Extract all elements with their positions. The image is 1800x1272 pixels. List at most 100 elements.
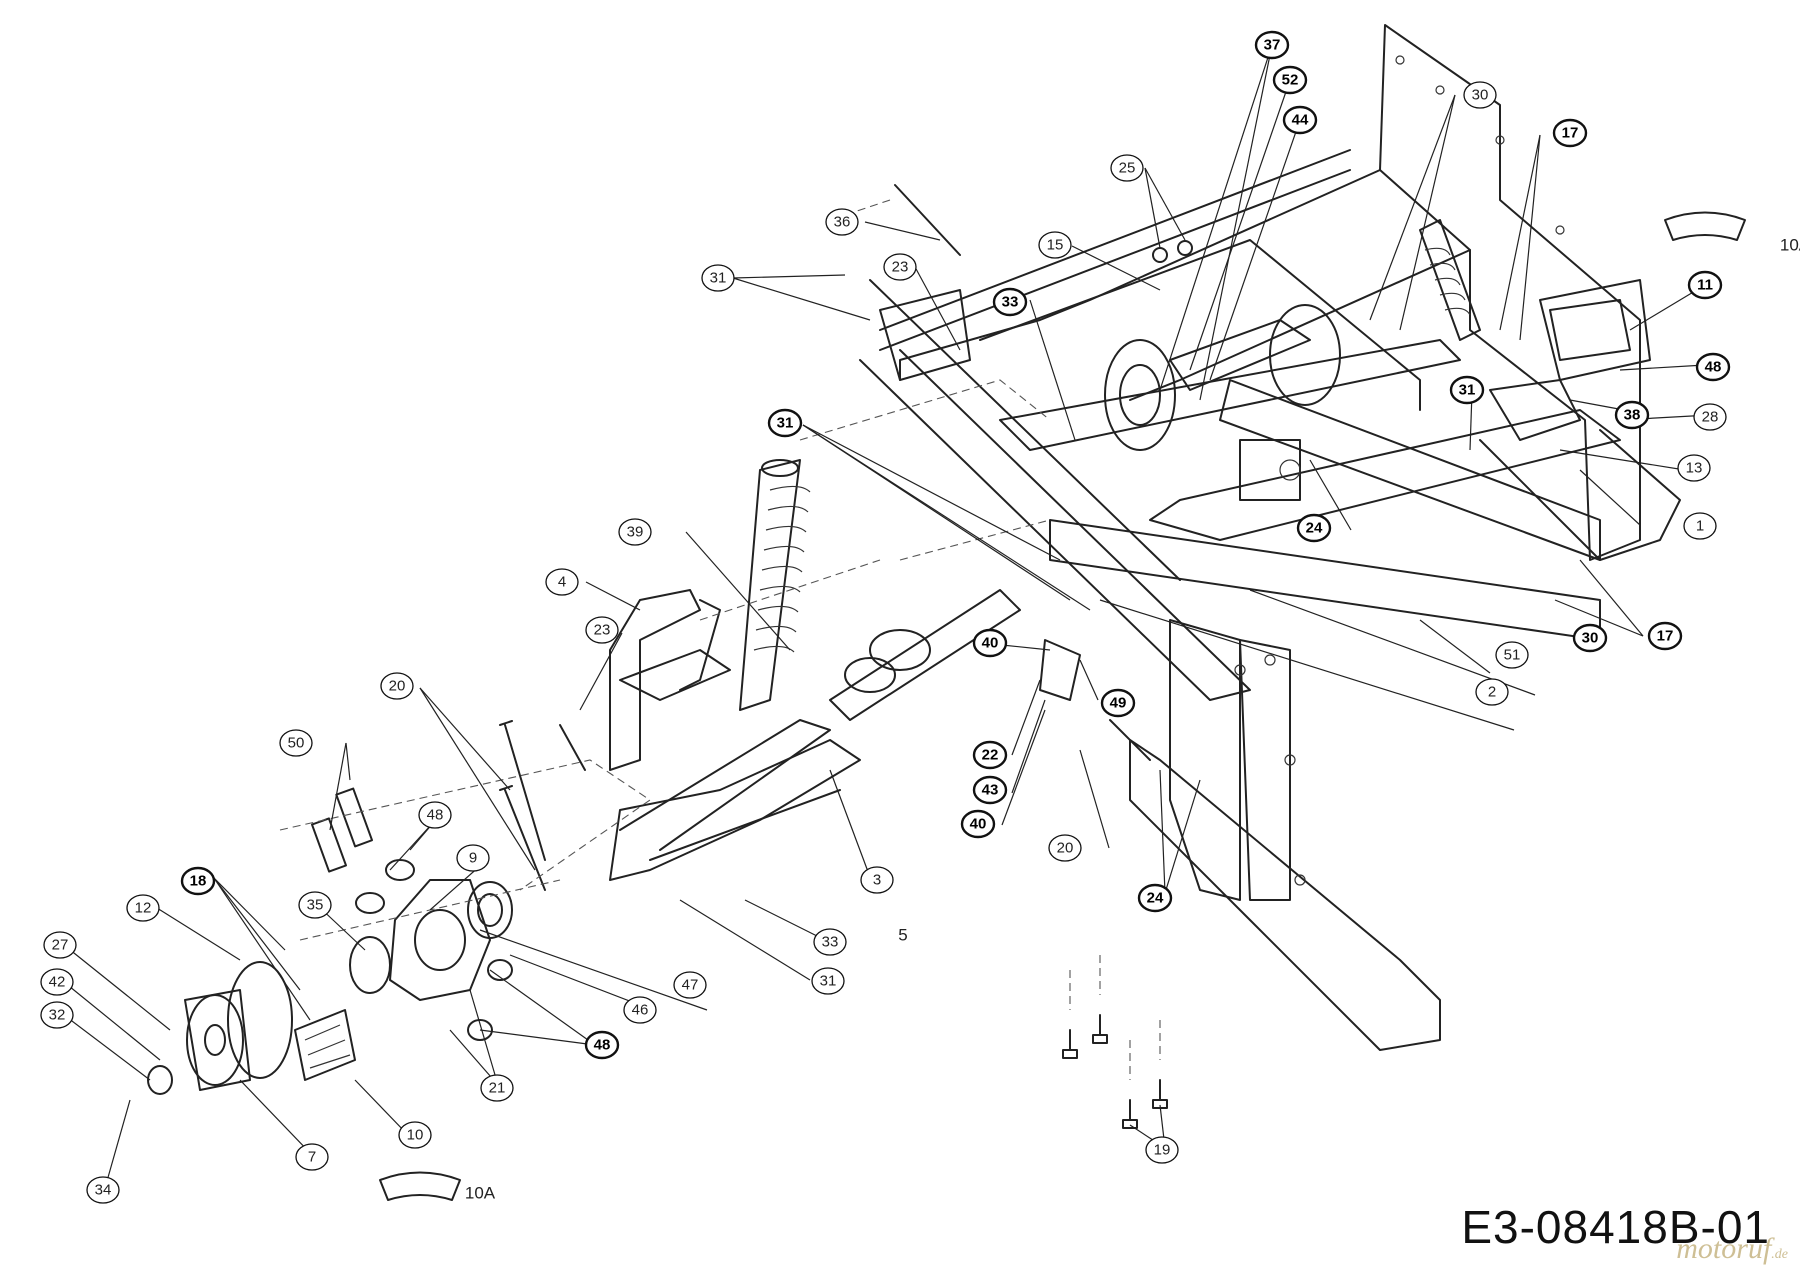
callout-text: 9 (469, 850, 477, 867)
callout-circle (1463, 81, 1497, 109)
callout-circle (1552, 118, 1588, 148)
callout-33a: 33 (992, 287, 1028, 317)
callout-24b: 24 (1137, 883, 1173, 913)
callout-text: 5 (898, 926, 907, 945)
callout-circle (380, 672, 414, 700)
callout-circle (623, 996, 657, 1024)
callout-31a: 31 (701, 264, 735, 292)
callout-circle (279, 729, 313, 757)
callout-circle (1254, 30, 1290, 60)
callout-49: 49 (1100, 688, 1136, 718)
callout-35: 35 (298, 891, 332, 919)
callout-text: 19 (1154, 1142, 1171, 1159)
front-suspension (147, 184, 1746, 1201)
callout-circle (701, 264, 735, 292)
callout-circle (972, 775, 1008, 805)
callout-13: 13 (1677, 454, 1711, 482)
callout-labels: 37524430172510A3615113123334831382831131… (40, 30, 1800, 1204)
callout-circle (1475, 678, 1509, 706)
callout-circle (767, 408, 803, 438)
callout-text: 52 (1282, 72, 1299, 89)
callout-circle (1282, 105, 1318, 135)
drawing-code: E3-08418B-01 (1461, 1201, 1770, 1253)
callout-text: 34 (95, 1182, 112, 1199)
callout-48c: 48 (584, 1030, 620, 1060)
callout-circle (860, 866, 894, 894)
callout-19: 19 (1145, 1136, 1179, 1164)
callout-circle (86, 1176, 120, 1204)
callout-31d: 31 (811, 967, 845, 995)
callout-31c: 31 (767, 408, 803, 438)
callout-text: 38 (1624, 407, 1641, 424)
callout-5: 5 (898, 926, 907, 945)
callout-text: 15 (1047, 237, 1064, 254)
watermark-suffix: .de (1771, 1247, 1788, 1262)
callout-text: 1 (1696, 518, 1704, 535)
callout-40a: 40 (972, 628, 1008, 658)
callout-text: 33 (1002, 294, 1019, 311)
callout-text: 50 (288, 735, 305, 752)
callout-text: 31 (710, 270, 727, 287)
callout-10A-top: 10A (1780, 236, 1800, 255)
callout-circle (1683, 512, 1717, 540)
callout-circle (813, 928, 847, 956)
callout-circle (1677, 454, 1711, 482)
callout-text: 35 (307, 897, 324, 914)
callout-24a: 24 (1296, 513, 1332, 543)
callout-text: 21 (489, 1080, 506, 1097)
callout-40b: 40 (960, 809, 996, 839)
callout-text: 31 (1459, 382, 1476, 399)
callout-text: 23 (892, 259, 909, 276)
callout-30b: 30 (1572, 623, 1608, 653)
leader-lines (63, 44, 1711, 1189)
callout-42: 42 (40, 968, 74, 996)
callout-circle (398, 1121, 432, 1149)
callout-circle (1296, 513, 1332, 543)
callout-39: 39 (618, 518, 652, 546)
callout-circle (585, 616, 619, 644)
callout-circle (1272, 65, 1308, 95)
callout-text: 43 (982, 782, 999, 799)
callout-text: 30 (1472, 87, 1489, 104)
callout-text: 4 (558, 574, 566, 591)
callout-31b: 31 (1449, 375, 1485, 405)
callout-38: 38 (1614, 400, 1650, 430)
callout-17a: 17 (1552, 118, 1588, 148)
callout-text: 33 (822, 934, 839, 951)
callout-28: 28 (1693, 403, 1727, 431)
callout-circle (673, 971, 707, 999)
callout-3: 3 (860, 866, 894, 894)
callout-circle (1695, 352, 1731, 382)
callout-43: 43 (972, 775, 1008, 805)
callout-text: 39 (627, 524, 644, 541)
callout-text: 13 (1686, 460, 1703, 477)
callout-circle (1145, 1136, 1179, 1164)
callout-text: 32 (49, 1007, 66, 1024)
watermark-logo: motoruf.de (1676, 1232, 1788, 1266)
assembly-guide-lines (279, 199, 1161, 1080)
callout-text: 51 (1504, 647, 1521, 664)
callout-text: 24 (1306, 520, 1323, 537)
callout-circle (298, 891, 332, 919)
callout-52: 52 (1272, 65, 1308, 95)
callout-23a: 23 (883, 253, 917, 281)
watermark-text: motoruf (1676, 1232, 1772, 1265)
callout-circle (584, 1030, 620, 1060)
callout-circle (126, 894, 160, 922)
callout-text: 46 (632, 1002, 649, 1019)
callout-text: 40 (982, 635, 999, 652)
callout-text: 47 (682, 977, 699, 994)
callout-text: 10A (465, 1184, 496, 1203)
callout-text: 22 (982, 747, 999, 764)
callout-circle (825, 208, 859, 236)
callout-circle (1572, 623, 1608, 653)
frame-assembly (859, 24, 1681, 1051)
callout-circle (972, 628, 1008, 658)
callout-text: 18 (190, 873, 207, 890)
callout-21: 21 (480, 1074, 514, 1102)
callout-text: 48 (427, 807, 444, 824)
callout-7: 7 (295, 1143, 329, 1171)
callout-text: 20 (1057, 840, 1074, 857)
callout-37: 37 (1254, 30, 1290, 60)
callout-circle (43, 931, 77, 959)
